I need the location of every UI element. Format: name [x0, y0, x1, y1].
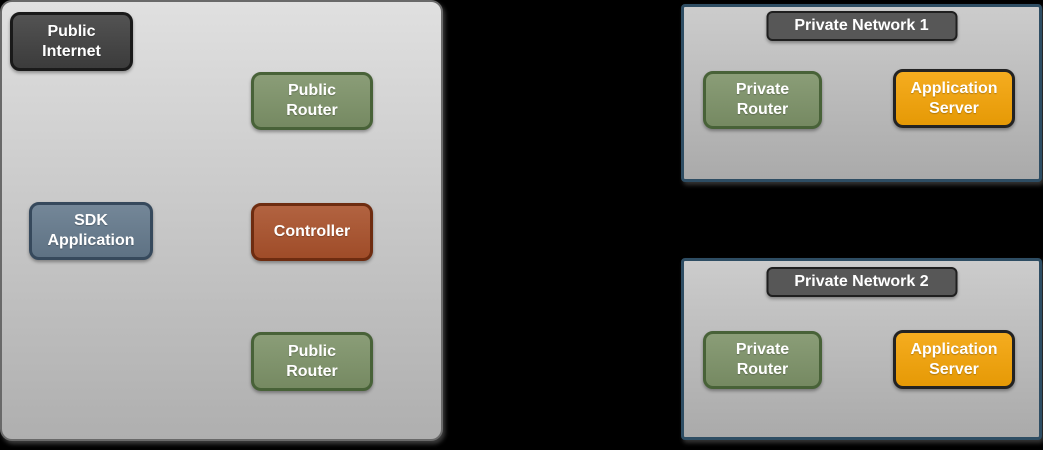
node-label-line: Server	[929, 99, 979, 117]
controller-node: Controller	[251, 203, 373, 261]
private-network-2-title: Private Network 2	[766, 267, 957, 297]
sdk-application-node: SDK Application	[29, 202, 153, 260]
node-label-line: Private	[735, 81, 790, 98]
pn2-application-server-node: Application Server	[893, 330, 1015, 389]
node-label-line: Public	[287, 82, 336, 99]
node-label-line: Router	[736, 361, 789, 378]
node-label-line: Private	[735, 341, 790, 358]
node-label-line: Public	[287, 342, 336, 360]
node-label-line: Public	[47, 22, 96, 40]
public-internet-node: Public Internet	[10, 12, 133, 71]
node-label-line: Router	[286, 362, 338, 380]
node-label-line: Application	[47, 232, 135, 249]
private-network-2-container: Private Network 2 Private Router Applica…	[681, 258, 1042, 440]
private-network-1-title: Private Network 1	[766, 11, 957, 41]
private-network-1-container: Private Network 1 Private Router Applica…	[681, 4, 1042, 182]
pn1-application-server-node: Application Server	[893, 69, 1015, 128]
node-label-line: Server	[929, 360, 979, 378]
public-router-bottom-node: Public Router	[251, 332, 373, 391]
node-label-line: Internet	[42, 42, 101, 60]
pn2-private-router-node: Private Router	[703, 331, 822, 389]
pn1-private-router-node: Private Router	[703, 71, 822, 129]
node-label-line: SDK	[74, 212, 108, 229]
node-label-line: Application	[910, 79, 998, 97]
public-router-top-node: Public Router	[251, 72, 373, 130]
public-internet-zone: Public Internet Public Router SDK Applic…	[0, 0, 443, 441]
node-label-line: Router	[736, 101, 789, 118]
node-label-line: Router	[286, 102, 338, 119]
node-label-line: Application	[910, 340, 998, 358]
node-label-line: Controller	[273, 223, 351, 240]
